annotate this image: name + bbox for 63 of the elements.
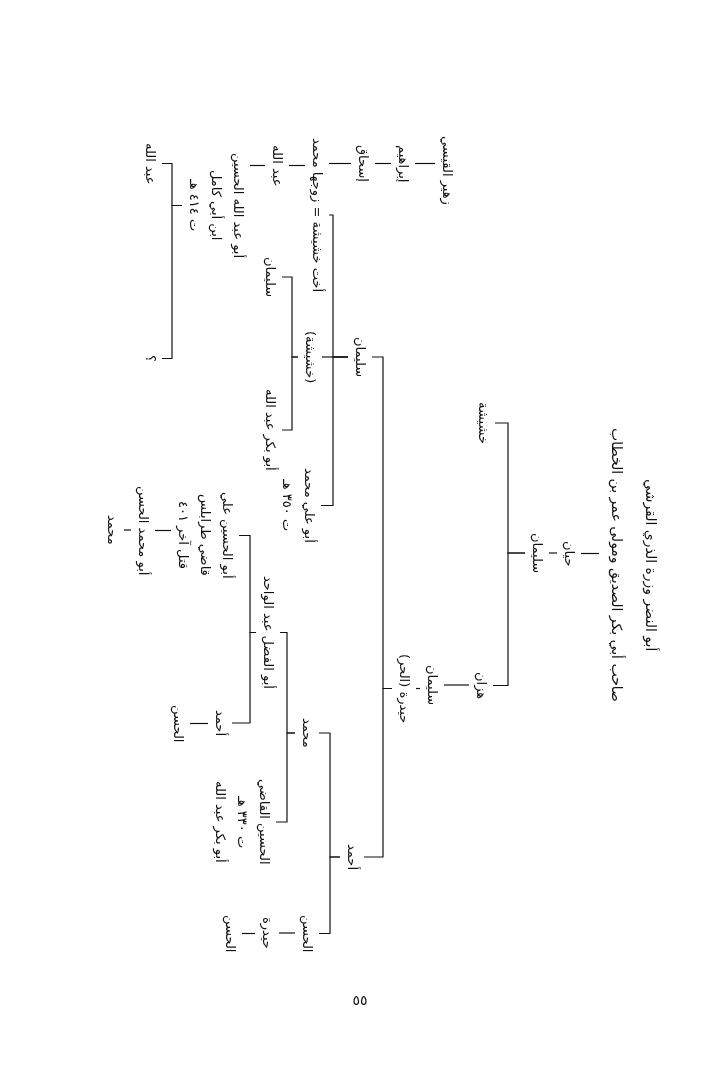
note-text: أبو بكر عبد الله bbox=[212, 779, 230, 865]
person-name: سليمان bbox=[525, 532, 549, 575]
person-name: أحمد bbox=[208, 709, 232, 737]
person-name: أحمد bbox=[340, 843, 364, 871]
connector-line bbox=[548, 552, 558, 554]
connector-line bbox=[123, 529, 132, 531]
person-name: أبو علي محمد bbox=[301, 467, 319, 543]
connector-line bbox=[415, 687, 421, 690]
person-name: ؟ bbox=[138, 353, 162, 363]
note-text: ابن أبي كامل bbox=[208, 168, 226, 243]
person-name: سليمان bbox=[348, 336, 372, 379]
person-name: محمد bbox=[295, 717, 319, 749]
note-text: ت ٣٣٠ هـ bbox=[234, 794, 251, 850]
person-name: عبد الله bbox=[138, 141, 162, 185]
subheading: صاحب أبي بكر الصديق ومولى عمر بن الخطاب bbox=[607, 428, 627, 702]
person-name: إسحاق bbox=[351, 143, 375, 183]
note-text: ت ٣٥٠ هـ bbox=[279, 477, 296, 533]
connector-line bbox=[414, 162, 436, 165]
person-name: أبو الحسين علي bbox=[218, 491, 237, 578]
connector-line bbox=[231, 631, 257, 724]
connector-line bbox=[318, 856, 341, 935]
connector-line bbox=[189, 722, 209, 725]
note-text: قاضي طرابلس bbox=[196, 492, 214, 578]
connector-line bbox=[443, 684, 470, 686]
page-number: ٥٥ bbox=[352, 992, 368, 1008]
person-name: حيدرة bbox=[255, 916, 279, 950]
person-name: الحسين القاضي bbox=[255, 779, 273, 865]
connector-line bbox=[320, 356, 349, 507]
person-name: سليمان bbox=[420, 664, 444, 707]
connector-line bbox=[363, 687, 393, 858]
note-text: قتل آخر ٤٠١ bbox=[175, 499, 193, 571]
connector-line bbox=[241, 932, 256, 935]
connector-line bbox=[328, 162, 352, 165]
person-name: حيان bbox=[557, 539, 581, 567]
note-text: ت ٤١٤ هـ bbox=[186, 177, 203, 234]
heading: أبو النضر وزرة الذري القرشي bbox=[641, 477, 661, 654]
person-name: الحسن bbox=[295, 913, 319, 953]
person-name: الحسن bbox=[166, 703, 190, 743]
connector-line bbox=[580, 552, 600, 555]
connector-line bbox=[492, 552, 526, 687]
person-name: زهير القيسي bbox=[435, 134, 459, 206]
person-name: الحسن bbox=[218, 913, 242, 953]
person-name: محمد bbox=[100, 514, 124, 546]
connector-line bbox=[249, 164, 266, 167]
connector-line bbox=[154, 529, 172, 532]
person-name: أبو بكر عبد الله bbox=[258, 388, 282, 472]
connector-line bbox=[288, 164, 306, 167]
connector-line bbox=[275, 732, 296, 823]
connector-line bbox=[374, 162, 392, 165]
person-name: (خشيشة) bbox=[298, 330, 322, 385]
person-name: خشيشة bbox=[471, 401, 495, 446]
person-name: أبو محمد الحسن bbox=[131, 484, 155, 576]
person-name: عبد الله bbox=[265, 143, 289, 187]
person-name: هزان bbox=[469, 670, 493, 700]
person-name: حيدرة (الحر) bbox=[392, 652, 416, 724]
connector-line bbox=[278, 932, 296, 934]
person-name: أبو عبد الله الحسين bbox=[229, 152, 248, 258]
person-name: سليمان bbox=[258, 256, 282, 299]
connector-line bbox=[281, 356, 299, 431]
connector-line bbox=[161, 204, 183, 360]
person-name: أبو الفضل عبد الواحد bbox=[256, 574, 280, 690]
person-name: أخت خشيشة = زوجها محمد bbox=[305, 137, 329, 294]
person-name: إبراهيم bbox=[391, 143, 415, 183]
